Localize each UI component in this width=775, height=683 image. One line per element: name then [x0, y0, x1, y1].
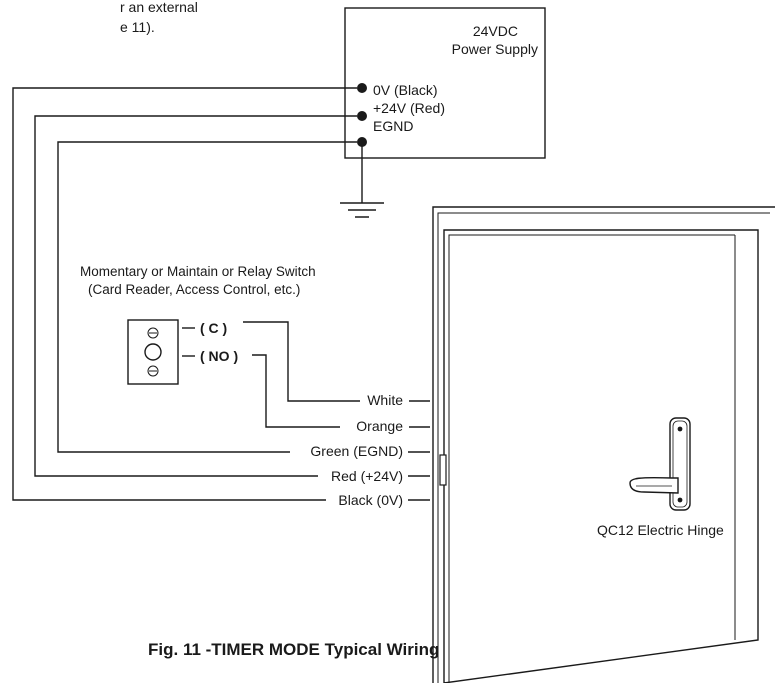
wire-label-red: Red (+24V): [331, 468, 403, 484]
label-bg-black: [326, 489, 408, 509]
door-panel: [443, 229, 759, 683]
header-fragment-line2: e 11).: [120, 19, 155, 35]
switch-terminal-no-icon: [147, 365, 159, 377]
terminal-24v-dot: [357, 111, 367, 121]
wire-label-green: Green (EGND): [310, 443, 403, 459]
figure-caption: Fig. 11 -TIMER MODE Typical Wiring: [148, 640, 439, 659]
door-lock-lever-icon: [629, 417, 691, 511]
ground-icon: [340, 202, 384, 218]
switch-button-icon: [144, 343, 162, 361]
wire-label-black: Black (0V): [338, 492, 403, 508]
wire-red: [34, 115, 430, 477]
wire-orange: [252, 354, 340, 428]
wire-white: [243, 321, 360, 402]
switch-title-line1: Momentary or Maintain or Relay Switch: [80, 264, 316, 279]
header-fragment-line1: r an external: [120, 0, 198, 15]
terminal-24v-label: +24V (Red): [373, 100, 445, 116]
power-supply-title-line1: 24VDC: [473, 23, 518, 39]
label-bg-red: [318, 465, 408, 485]
wire-label-orange: Orange: [356, 418, 403, 434]
wire-label-white: White: [367, 392, 403, 408]
door-frame-outer: [432, 206, 775, 683]
switch-no-label: ( NO ): [200, 348, 238, 364]
wire-green: [57, 141, 430, 453]
hinge-icon: [439, 454, 447, 486]
switch-title-line2: (Card Reader, Access Control, etc.): [88, 282, 300, 297]
terminal-0v-label: 0V (Black): [373, 82, 438, 98]
label-bg-green: [290, 440, 408, 460]
switch-terminal-c-icon: [147, 327, 159, 339]
wire-black: [12, 87, 430, 501]
switch-c-label: ( C ): [200, 320, 227, 336]
door-frame-inner: [437, 212, 770, 683]
switch-body: [127, 319, 179, 385]
hinge-label: QC12 Electric Hinge: [597, 522, 724, 538]
terminal-0v-dot: [357, 83, 367, 93]
power-supply-title-line2: Power Supply: [452, 41, 538, 57]
door-panel-edge: [448, 234, 735, 683]
terminal-egnd-label: EGND: [373, 118, 413, 134]
power-supply-box: [344, 7, 546, 159]
